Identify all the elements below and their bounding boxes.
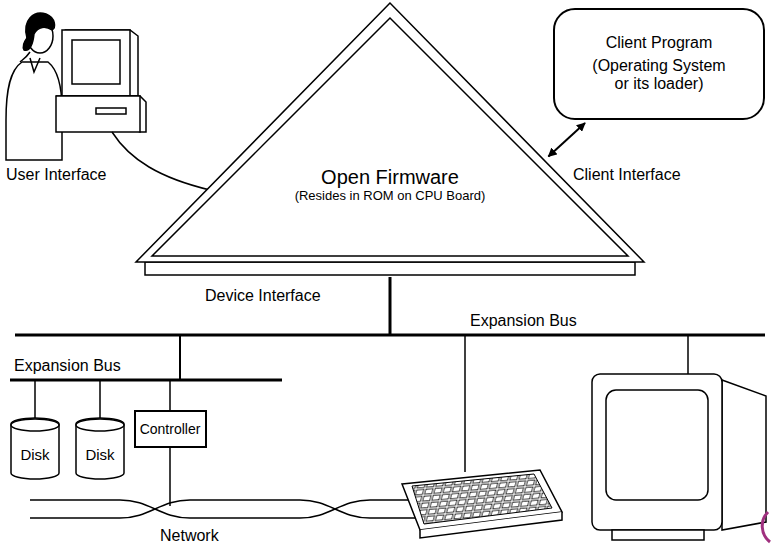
disk-drop — [99, 380, 101, 420]
keyboard-drop — [464, 335, 466, 472]
disk-cylinder: Disk — [10, 418, 60, 480]
node-subtitle: (Operating System or its loader) — [587, 57, 732, 94]
user-figure — [6, 13, 62, 160]
interface-label: User Interface — [6, 166, 106, 184]
controller-drop — [169, 380, 171, 412]
cylinder-body — [76, 418, 124, 479]
interface-arrow — [548, 123, 585, 156]
network-cable — [30, 500, 430, 518]
node-title: Disk — [85, 446, 114, 463]
node-subtitle: (Resides in ROM on CPU Board) — [295, 189, 486, 204]
bus-label: Expansion Bus — [470, 312, 577, 330]
network-label: Network — [160, 527, 219, 545]
interface-label: Device Interface — [205, 287, 321, 305]
interface-label: Client Interface — [573, 166, 681, 184]
user-cable — [112, 132, 210, 190]
base-band — [145, 262, 635, 275]
node-title: Controller — [140, 421, 201, 437]
expansion-bus-line — [10, 379, 282, 382]
cylinder-body — [11, 418, 59, 479]
disk-drop — [34, 380, 36, 420]
cylinder-top — [76, 419, 124, 431]
node-title: Open Firmware — [321, 166, 459, 189]
node-title: Client Program — [606, 34, 713, 52]
disk-cylinder: Disk — [75, 418, 125, 480]
device-interface-line — [389, 277, 392, 335]
network-cable — [30, 500, 430, 518]
controller-box: Controller — [134, 410, 207, 448]
computer-figure — [56, 30, 146, 132]
controller-network-line — [169, 448, 171, 506]
monitor-drop — [687, 335, 689, 374]
expansion-bus-line — [15, 334, 765, 337]
corner-mark — [762, 512, 770, 542]
monitor-figure — [592, 374, 766, 540]
bus-drop — [179, 335, 181, 380]
keyboard-figure — [402, 470, 562, 538]
client-box: Client Program (Operating System or its l… — [553, 8, 765, 120]
cylinder-top — [11, 419, 59, 431]
node-title: Disk — [20, 446, 49, 463]
bus-label: Expansion Bus — [14, 357, 121, 375]
